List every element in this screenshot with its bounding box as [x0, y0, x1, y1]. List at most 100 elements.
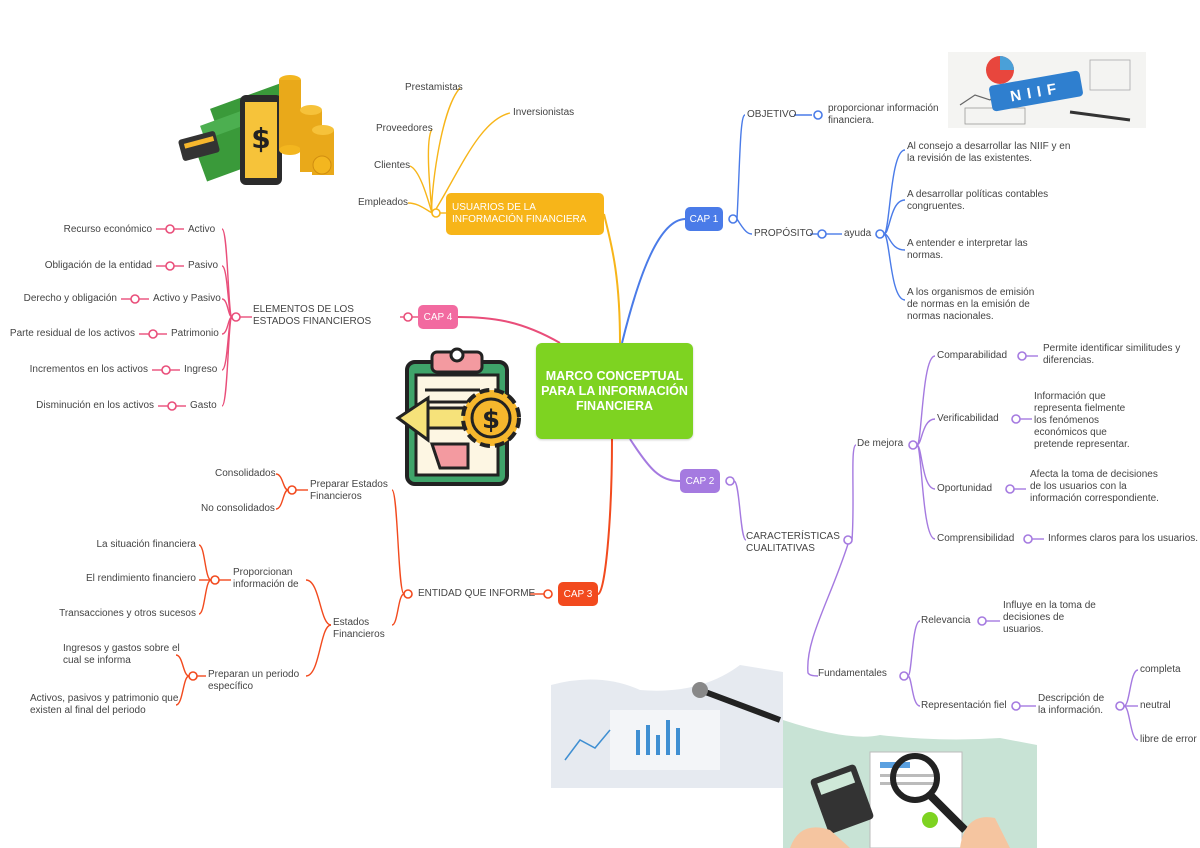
cap4-dot — [403, 312, 413, 322]
mejora-desc-dot-4 — [1023, 534, 1033, 544]
ayuda-dot — [875, 229, 885, 239]
objetivo-label: OBJETIVO — [747, 109, 797, 120]
money-phone-illustration: $ — [178, 75, 334, 185]
elemento-dot-6 — [167, 401, 177, 411]
connector-dots — [130, 110, 1125, 711]
fundamentales-relevancia-link — [907, 620, 921, 677]
ingresos-gastos-label: Ingresos y gastos sobre el cual se infor… — [63, 643, 180, 666]
mejora-desc-dot-1 — [1017, 351, 1027, 361]
entidad-dot — [403, 589, 413, 599]
proposito-label: PROPÓSITO — [754, 228, 814, 239]
ayuda-label: ayuda — [844, 228, 872, 239]
usuario-clientes: Clientes — [374, 160, 411, 171]
fundamentales-dot — [899, 671, 909, 681]
comprensibilidad-desc: Informes claros para los usuarios. — [1048, 533, 1199, 544]
caracteristicas-dot — [843, 535, 853, 545]
cap2-dot — [725, 476, 735, 486]
cap4-node[interactable]: CAP 4 — [418, 305, 458, 329]
usuarios-inversionistas-link — [435, 112, 511, 210]
rep-item-libre-de-error: libre de error — [1140, 734, 1197, 745]
elemento-pasivo-desc: Obligación de la entidad — [44, 260, 152, 271]
elemento-activo-desc: Recurso económico — [63, 224, 152, 235]
estados-label: Estados Financieros — [333, 617, 385, 640]
proporcionan-dot — [210, 575, 220, 585]
elemento-patrimonio-desc: Parte residual de los activos — [9, 328, 135, 339]
mejora-item-link-2 — [916, 418, 936, 446]
representacion-desc-dot — [1115, 701, 1125, 711]
proporcionan-item-link-1 — [198, 544, 212, 581]
ayuda-item-link-2 — [883, 199, 906, 235]
chart-paper-photo — [551, 665, 783, 788]
fundamentales-label: Fundamentales — [818, 668, 887, 679]
entidad-label: ENTIDAD QUE INFORME — [418, 588, 536, 599]
preparar-consolidados-link — [275, 473, 289, 491]
representacion-desc: Descripción de la información. — [1038, 693, 1105, 716]
transacciones-label: Transacciones y otros sucesos — [59, 608, 196, 619]
usuarios-node[interactable]: USUARIOS DE LA INFORMACIÓN FINANCIERA — [446, 193, 604, 235]
proposito-item-2: A desarrollar políticas contables congru… — [907, 189, 1049, 212]
representacion-label: Representación fiel — [921, 700, 1007, 711]
calculator-magnifier-illustration — [783, 720, 1037, 848]
elemento-link-2 — [221, 265, 233, 318]
elemento-ingreso: Ingreso — [184, 364, 218, 375]
caracteristicas-label: CARACTERÍSTICAS CUALITATIVAS — [746, 531, 840, 554]
preparar-noconsolidados-link — [275, 489, 289, 510]
proposito-item-1: Al consejo a desarrollar las NIIF y en l… — [907, 141, 1071, 164]
cap1-proposito-link — [736, 218, 753, 235]
preparar-dot — [287, 485, 297, 495]
comprensibilidad-label: Comprensibilidad — [937, 533, 1015, 544]
central-cap2-link — [629, 438, 681, 482]
proposito-item-3: A entender e interpretar las normas. — [907, 238, 1028, 261]
cap2-caracteristicas-link — [733, 480, 747, 541]
oportunidad-desc: Afecta la toma de decisiones de los usua… — [1030, 469, 1159, 504]
comparabilidad-label: Comparabilidad — [937, 350, 1008, 361]
mejora-item-link-1 — [916, 355, 936, 446]
cap3-node[interactable]: CAP 3 — [558, 582, 598, 606]
svg-text:$: $ — [482, 405, 500, 435]
mejora-desc-dot-2 — [1011, 414, 1021, 424]
usuarios-empleados-link — [407, 202, 433, 214]
usuario-prestamistas: Prestamistas — [405, 82, 463, 93]
oportunidad-label: Oportunidad — [937, 483, 993, 494]
mejora-item-link-4 — [916, 444, 936, 540]
elemento-dot-4 — [148, 329, 158, 339]
connector-lines — [121, 87, 1139, 741]
no-consolidados-label: No consolidados — [201, 503, 275, 514]
rendimiento-label: El rendimiento financiero — [85, 573, 196, 584]
comparabilidad-desc: Permite identificar similitudes y difere… — [1043, 343, 1181, 366]
proporcionan-label: Proporcionan información de — [233, 567, 299, 590]
activos-pasivos-label: Activos, pasivos y patrimonio que existe… — [30, 693, 179, 716]
niif-illustration: NIIF — [948, 52, 1146, 128]
de-mejora-label: De mejora — [857, 438, 904, 449]
elemento-activo-pasivo: Activo y Pasivo — [153, 293, 221, 304]
usuarios-proveedores-link — [427, 128, 433, 214]
usuario-proveedores: Proveedores — [376, 123, 433, 134]
representacion-dot — [1011, 701, 1021, 711]
cap2-node[interactable]: CAP 2 — [680, 469, 720, 493]
relevancia-dot — [977, 616, 987, 626]
elemento-ingreso-desc: Incrementos en los activos — [29, 364, 148, 375]
central-usuarios-link — [603, 213, 621, 344]
ayuda-item-link-4 — [883, 233, 906, 301]
cap1-node[interactable]: CAP 1 — [685, 207, 723, 231]
usuarios-clientes-link — [409, 165, 433, 214]
elemento-activo-pasivo-desc: Derecho y obligación — [23, 293, 117, 304]
preparar-label: Preparar Estados Financieros — [310, 479, 388, 502]
elemento-pasivo: Pasivo — [188, 260, 219, 271]
central-cap1-link — [621, 218, 686, 344]
elemento-patrimonio: Patrimonio — [171, 328, 219, 339]
proporcionan-item-link-3 — [198, 579, 212, 615]
central-topic[interactable]: MARCO CONCEPTUAL PARA LA INFORMACIÓN FIN… — [536, 343, 693, 439]
entidad-estados-link — [391, 593, 405, 626]
relevancia-label: Relevancia — [921, 615, 971, 626]
elemento-gasto: Gasto — [190, 400, 217, 411]
caracteristicas-mejora-link — [851, 444, 857, 541]
verificabilidad-label: Verificabilidad — [937, 413, 999, 424]
elemento-dot-1 — [165, 224, 175, 234]
central-cap3-link — [597, 438, 613, 595]
preparan-activos-link — [175, 675, 190, 706]
preparan-dot — [188, 671, 198, 681]
de-mejora-dot — [908, 440, 918, 450]
objetivo-dot — [813, 110, 823, 120]
relevancia-desc: Influye en la toma de decisiones de usua… — [1003, 600, 1096, 635]
